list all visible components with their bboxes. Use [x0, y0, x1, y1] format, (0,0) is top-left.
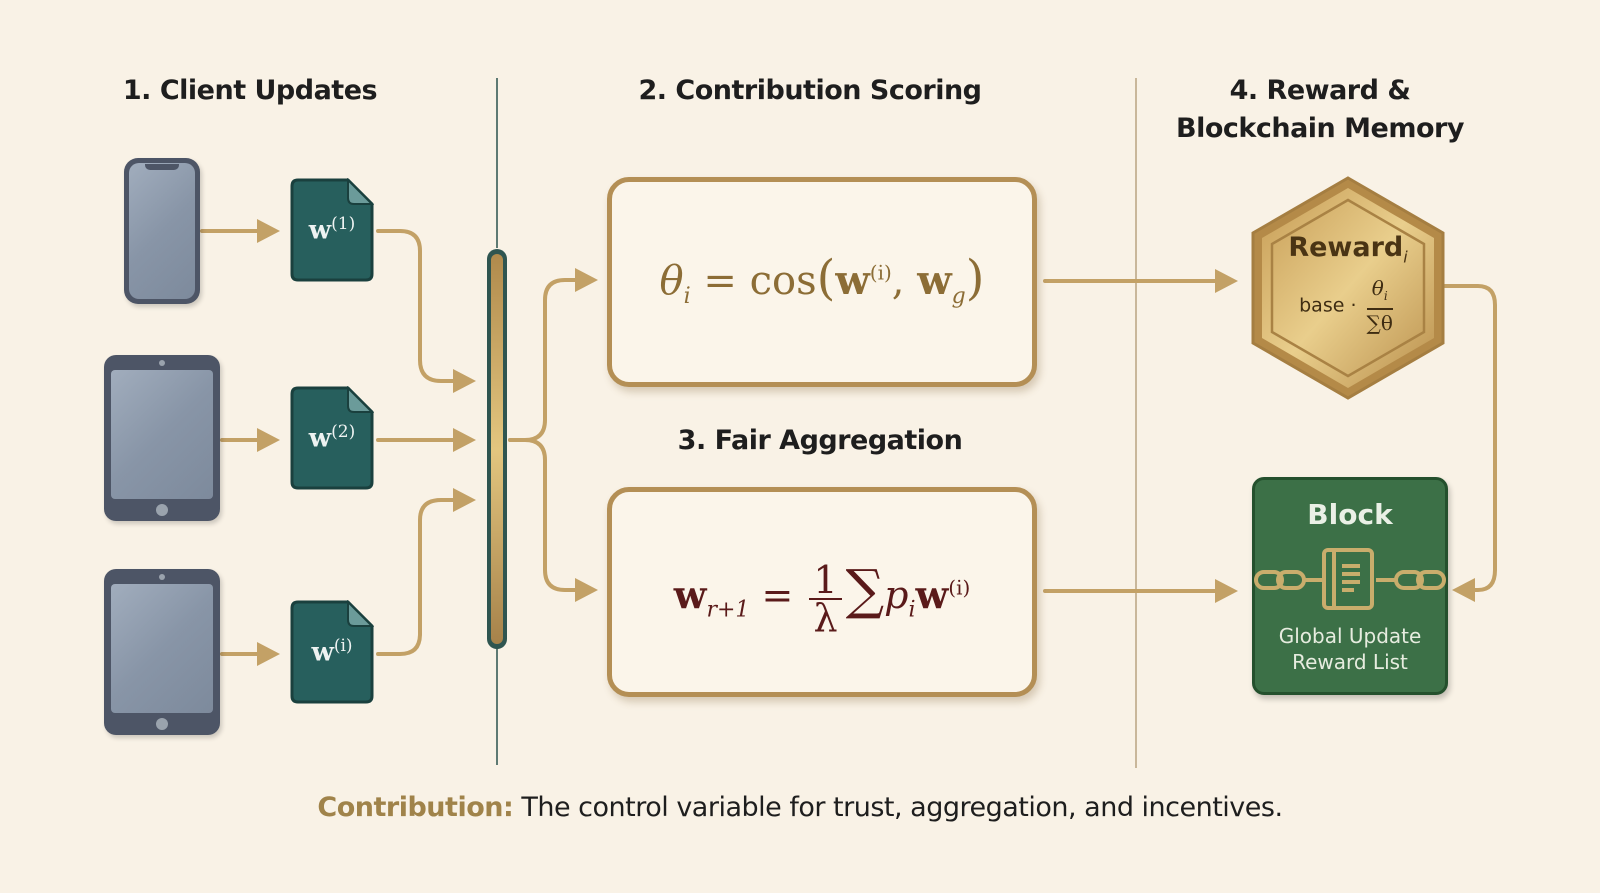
section-title-line2: Blockchain Memory	[1176, 113, 1464, 144]
contribution-scoring-box: θi = cos(w(i), wg)	[607, 177, 1037, 387]
update-document-2: w(2)	[290, 385, 375, 490]
reward-title: Reward	[1288, 232, 1404, 263]
formula-eq: =	[761, 573, 794, 617]
formula-comma: ,	[891, 258, 905, 304]
arrowhead	[575, 268, 598, 292]
formula-w-sup: (i)	[869, 260, 892, 285]
arrowhead	[575, 578, 598, 602]
formula-wg: w	[917, 257, 952, 304]
phone-notch	[145, 164, 179, 170]
document-icon	[290, 385, 375, 490]
update-document-1: w(1)	[290, 177, 375, 282]
section-title-fair-aggregation: 3. Fair Aggregation	[677, 425, 963, 456]
formula-theta-sub: i	[683, 284, 691, 309]
section-title-client-updates: 1. Client Updates	[122, 75, 378, 106]
section-title-line1: 4. Reward &	[1229, 75, 1411, 106]
camera-dot	[159, 360, 165, 366]
camera-dot	[159, 574, 165, 580]
reward-formula: base · θi ∑θ	[1299, 276, 1393, 335]
formula-paren: )	[965, 250, 985, 306]
formula-p-sub: i	[908, 597, 916, 623]
formula-wg-sub: g	[951, 284, 966, 309]
client-phone	[124, 158, 200, 304]
footer-text: The control variable for trust, aggregat…	[513, 792, 1283, 823]
update-index: (2)	[331, 422, 356, 442]
reward-hexagon	[1251, 176, 1445, 400]
arrow-reward-to-block	[1443, 284, 1497, 592]
arrowhead	[1452, 578, 1475, 602]
home-button	[156, 718, 168, 730]
formula-p: p	[884, 573, 909, 617]
footer-keyword: Contribution:	[317, 792, 514, 823]
arrow-aggregator-to-aggregation	[508, 438, 582, 592]
block-title: Block	[1307, 498, 1393, 531]
block-line-global-update: Global Update	[1278, 624, 1422, 648]
formula-w: w	[835, 257, 870, 304]
home-button	[156, 504, 168, 516]
arrowhead	[453, 488, 476, 512]
chained-ledger-icon	[1254, 548, 1446, 610]
section-title-contribution-scoring: 2. Contribution Scoring	[638, 75, 982, 106]
divider-aggregator-bottom	[496, 640, 498, 765]
formula-w-sub: r+1	[706, 597, 750, 623]
formula-sum: ∑	[845, 558, 885, 621]
arrowhead	[453, 369, 476, 393]
arrow-aggregator-to-scoring	[508, 278, 582, 442]
client-tablet-2	[104, 355, 220, 521]
reward-title-sub: i	[1403, 247, 1408, 267]
arrowhead	[453, 428, 476, 452]
formula-w: w	[915, 572, 949, 617]
scoring-formula: θi = cos(w(i), wg)	[612, 250, 1032, 309]
update-index: (i)	[333, 636, 353, 656]
formula-eq: =	[703, 258, 737, 304]
arrowhead	[257, 428, 280, 452]
formula-w: w	[673, 572, 707, 617]
formula-paren: (	[816, 250, 836, 306]
section-title-reward-blockchain: 4. Reward & Blockchain Memory	[1160, 72, 1480, 148]
formula-w-sup: (i)	[948, 575, 971, 600]
arrowhead	[1215, 579, 1238, 603]
arrowhead	[257, 219, 280, 243]
update-document-3: w(i)	[290, 599, 375, 704]
divider-section-4	[1135, 78, 1137, 768]
document-icon	[290, 177, 375, 282]
update-index: (1)	[331, 214, 356, 234]
document-icon	[290, 599, 375, 704]
block-line-reward-list: Reward List	[1292, 650, 1408, 674]
arrow-update3-to-aggregator	[376, 498, 462, 656]
blockchain-block: Block Global Update Reward List	[1252, 477, 1448, 695]
reward-base: base ·	[1299, 294, 1357, 317]
formula-cos: cos	[749, 258, 817, 304]
footer-caption: Contribution: The control variable for t…	[0, 792, 1600, 823]
arrow-update1-to-aggregator	[376, 229, 462, 383]
update-symbol: w	[308, 423, 332, 454]
update-symbol: w	[311, 637, 334, 668]
arrowhead	[1215, 269, 1238, 293]
arrowhead	[257, 642, 280, 666]
divider-aggregator-top	[496, 78, 498, 248]
update-symbol: w	[308, 215, 332, 246]
formula-theta: θ	[659, 258, 684, 304]
client-tablet-3	[104, 569, 220, 735]
